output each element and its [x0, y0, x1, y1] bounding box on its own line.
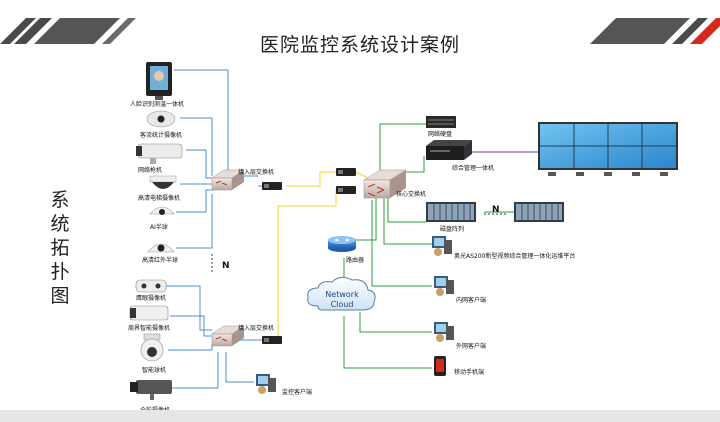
core-switch-icon — [363, 169, 407, 199]
side-title-char: 扑 — [50, 261, 70, 283]
side-title: 系 统 拓 扑 图 — [46, 188, 74, 308]
n-label-left: N — [222, 261, 230, 271]
mobile-client-label: 移动手机端 — [454, 368, 484, 376]
perimeter-camera-label: 周界智能摄像机 — [128, 324, 170, 332]
extranet-client-icon — [434, 322, 454, 342]
cloud-label-line1: Network — [325, 290, 359, 299]
access-switch-top-icon — [211, 169, 245, 191]
n-label-right: N — [492, 205, 500, 215]
page-title: 医院监控系统设计案例 — [259, 34, 460, 56]
bullet-camera-label: 网络枪机 — [138, 166, 162, 174]
footer-band — [0, 410, 720, 422]
elevator-camera-icon — [149, 175, 177, 189]
elevator-camera-label: 高清电梯摄像机 — [138, 194, 180, 202]
n-separator-right: N — [484, 205, 508, 215]
storage-array-label: 磁盘阵列 — [440, 225, 464, 233]
counter-camera-label: 客流统计摄像机 — [140, 131, 182, 139]
extranet-client-label: 外网客户端 — [456, 342, 486, 350]
access-switch-top-label: 接入层交换机 — [238, 168, 274, 176]
header-stripes — [0, 18, 720, 44]
side-title-char: 系 — [50, 189, 70, 211]
n-separator-left: N — [211, 254, 230, 274]
bullet-camera-icon — [136, 143, 183, 164]
cloud-label-line2: Cloud — [331, 300, 354, 309]
video-wall-icon — [538, 122, 678, 176]
monitor-client-label: 监控客户端 — [282, 388, 312, 396]
optical-module-icon — [336, 186, 356, 194]
access-switch-bottom-label: 接入层交换机 — [238, 324, 274, 332]
hd-dome-label: 高清红外半球 — [142, 256, 178, 264]
nvr-label: 网络硬盘 — [428, 130, 452, 138]
ai-dome-label: AI半球 — [150, 223, 168, 231]
perimeter-camera-icon — [129, 305, 169, 321]
counter-camera-icon — [146, 110, 176, 128]
header-band: 医院监控系统设计案例 — [0, 0, 720, 58]
access-switch-bottom-icon — [211, 325, 245, 347]
router-icon — [328, 236, 356, 252]
management-unit-label: 综合管理一体机 — [452, 164, 494, 172]
storage-array-icon — [426, 202, 476, 222]
core-switch-label: 核心交换机 — [396, 190, 426, 198]
link-lines-yellow — [277, 171, 369, 340]
intranet-client-label: 内网客户端 — [456, 296, 486, 304]
ai-dome-icon — [149, 206, 175, 215]
optical-module-icon — [262, 336, 282, 344]
panoramic-camera-label: 鹰眼摄像机 — [136, 294, 166, 302]
side-title-char: 图 — [50, 285, 70, 307]
nvr-icon — [426, 116, 456, 128]
ptz-ball-label: 智能球机 — [142, 366, 166, 374]
optical-module-icon — [262, 182, 282, 190]
storage-array-icon — [514, 202, 564, 222]
face-terminal-icon — [146, 62, 172, 100]
hd-dome-icon — [147, 243, 175, 253]
platform-pc-icon — [432, 236, 452, 256]
network-cloud-icon — [307, 276, 376, 311]
router-label: 路由器 — [346, 256, 364, 264]
management-unit-icon — [426, 140, 472, 160]
ptz-ball-icon — [140, 333, 164, 362]
platform-label: 奥光AS200新型视频综合管理一体化运维平台 — [454, 252, 575, 260]
link-lines-top-cluster — [174, 69, 264, 249]
mobile-phone-icon — [434, 356, 446, 376]
panoramic-camera-icon — [135, 279, 167, 293]
side-title-char: 统 — [50, 213, 70, 235]
monitor-client-icon — [256, 374, 276, 394]
side-title-char: 拓 — [50, 237, 70, 259]
intranet-client-icon — [434, 276, 454, 296]
box-camera-icon — [130, 380, 172, 400]
face-terminal-label: 人脸识别测温一体机 — [130, 100, 184, 108]
link-lines-green — [342, 123, 520, 369]
optical-module-icon — [336, 168, 356, 176]
